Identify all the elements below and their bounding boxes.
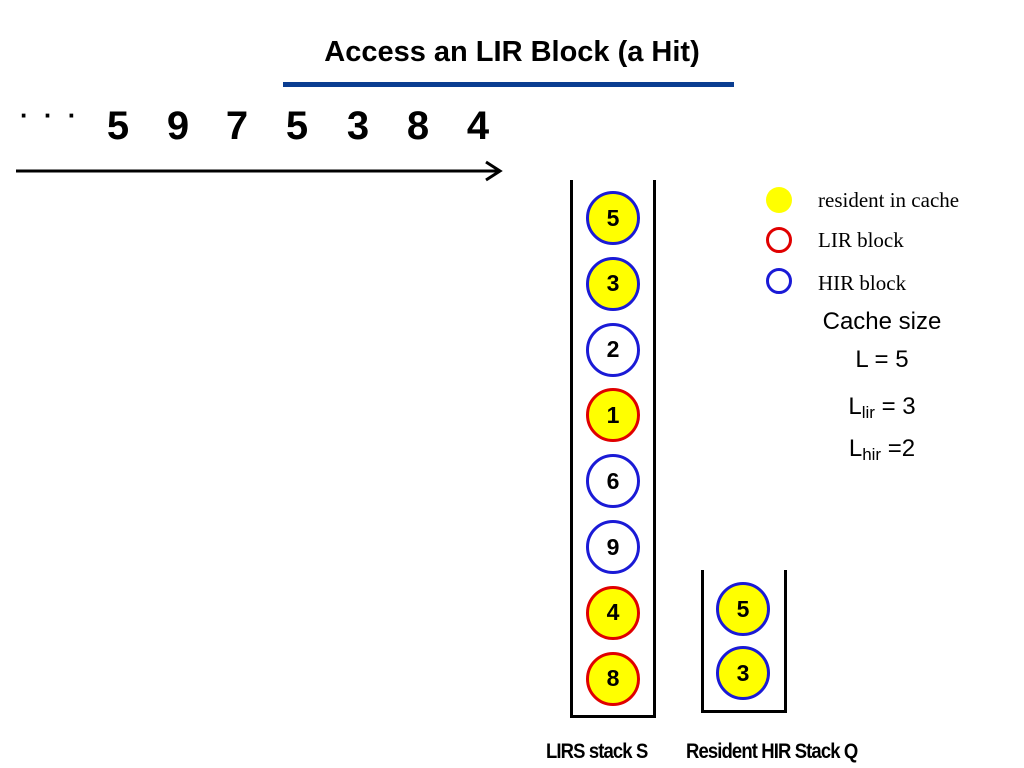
lirs-stack-block: 9 xyxy=(586,520,640,574)
lirs-stack-label: LIRS stack S xyxy=(546,740,648,763)
cache-size-heading: Cache size xyxy=(822,308,942,335)
hir-stack-left-wall xyxy=(701,570,704,713)
sequence-item: 5 xyxy=(285,104,309,148)
lirs-stack-right-wall xyxy=(653,180,656,718)
sequence-item: 3 xyxy=(346,104,370,148)
hir-stack-label: Resident HIR Stack Q xyxy=(686,740,858,763)
hir-legend-icon xyxy=(766,268,792,294)
title-underline xyxy=(283,82,734,87)
lirs-stack-block: 3 xyxy=(586,256,640,311)
sequence-item: 4 xyxy=(466,104,490,148)
lirs-stack-block-label: 4 xyxy=(606,599,620,626)
lirs-stack-block-label: 8 xyxy=(606,665,620,692)
lirs-stack-block: 6 xyxy=(586,454,640,509)
cache-size-lir: Llir = 3 xyxy=(848,393,916,422)
lirs-stack-bottom xyxy=(570,715,656,718)
resident-legend-label: resident in cache xyxy=(818,188,960,212)
cache-size-total: L = 5 xyxy=(855,346,909,373)
hir-stack-block-label: 5 xyxy=(736,595,750,622)
sequence-item: 7 xyxy=(225,104,249,148)
lirs-stack-block: 2 xyxy=(586,322,640,377)
slide-title: Access an LIR Block (a Hit) xyxy=(324,36,700,68)
lirs-stack-block: 8 xyxy=(586,651,640,706)
lirs-stack-block-label: 1 xyxy=(606,401,620,428)
lirs-stack-block: 1 xyxy=(586,388,640,443)
hir-stack-right-wall xyxy=(784,570,787,713)
lirs-stack-block: 5 xyxy=(586,191,640,245)
sequence-item: 5 xyxy=(106,104,130,148)
cache-size-hir: Lhir =2 xyxy=(848,435,916,464)
lirs-stack-block-label: 5 xyxy=(606,204,620,231)
lirs-stack-block-label: 6 xyxy=(606,467,620,494)
lirs-stack-block: 4 xyxy=(586,585,640,640)
sequence-ellipsis: · · · xyxy=(20,100,81,130)
sequence-item: 9 xyxy=(166,104,190,148)
lirs-stack-block-label: 3 xyxy=(606,270,620,297)
sequence-item: 8 xyxy=(406,104,430,148)
lirs-stack-block-label: 2 xyxy=(606,336,620,363)
hir-legend-label: HIR block xyxy=(818,271,907,295)
resident-legend-icon xyxy=(766,187,792,213)
access-direction-arrow xyxy=(16,160,503,182)
hir-stack-block: 5 xyxy=(716,582,770,636)
lir-legend-label: LIR block xyxy=(818,228,904,252)
lirs-stack-left-wall xyxy=(570,180,573,718)
hir-stack-bottom xyxy=(701,710,787,713)
lirs-stack-block-label: 9 xyxy=(606,533,620,560)
lir-legend-icon xyxy=(766,227,792,253)
hir-stack-block-label: 3 xyxy=(736,659,750,686)
hir-stack-block: 3 xyxy=(716,646,770,700)
